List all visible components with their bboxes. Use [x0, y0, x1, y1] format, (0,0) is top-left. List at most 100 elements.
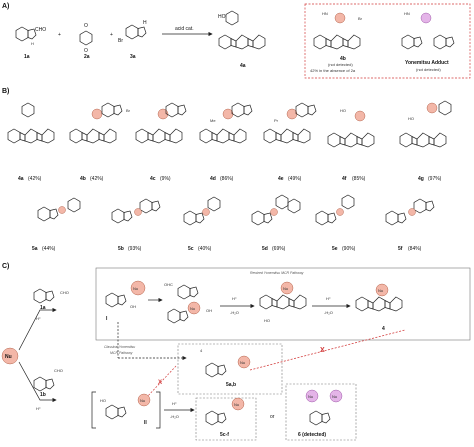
- intermediate-II: Nu HO II: [91, 391, 161, 429]
- cho-label: CHO: [35, 27, 46, 33]
- nu-I: Nu: [133, 286, 138, 291]
- adduct-title: Yonemitsu Adduct: [405, 60, 449, 66]
- product-4a: HO 4a: [218, 10, 266, 69]
- second-aldehyde: OHC Nu OH: [164, 282, 212, 324]
- product-5ab: Nu 5a,b: [205, 355, 251, 388]
- plus-sign: +: [58, 32, 61, 38]
- yield-5c: (40%): [198, 246, 212, 252]
- ho-II: HO: [100, 398, 106, 403]
- label-II: II: [144, 420, 147, 426]
- compound-5b: 5b (93%): [111, 198, 161, 252]
- yield-4e: (49%): [288, 176, 302, 182]
- ketone-o-bottom: O: [84, 48, 88, 54]
- reactant-1a: CHO H 1a: [15, 26, 46, 60]
- section-c-label: C): [2, 263, 9, 270]
- me-4d: Me: [210, 118, 216, 123]
- rewired-pathway-box: [95, 267, 471, 341]
- note-absence-2a: 42% in the absence of 2a: [310, 68, 356, 73]
- red-dashed-blocked: [249, 329, 406, 371]
- yield-4d: (86%): [220, 176, 234, 182]
- hn-label-adduct: HN: [404, 11, 410, 16]
- nu-6a: Nu: [308, 394, 313, 399]
- nu-4: Nu: [378, 288, 383, 293]
- label-1b-c: 1b: [40, 392, 46, 398]
- label-5cf: 5c-f: [220, 432, 229, 438]
- section-b-label: B): [2, 88, 9, 95]
- ho-4f: HO: [340, 108, 346, 113]
- hplus-II: H⁺: [172, 401, 177, 406]
- compound-4d: Me 4d (86%): [199, 102, 253, 182]
- compound-label-3a: 3a: [130, 54, 136, 60]
- yield-4c: (9%): [160, 176, 171, 182]
- minus-h2o-mid: -H₂O: [230, 310, 239, 315]
- compound-label-1a: 1a: [24, 54, 30, 60]
- yonemitsu-adduct: HN Yonemitsu Adduct (not detected): [401, 11, 455, 72]
- row1-compounds: 4a (42%) Br 4b (42%) 4c (9%) Me 4d (86: [7, 100, 452, 182]
- red-dashed-II: [145, 365, 177, 399]
- compound-label-2a: 2a: [84, 54, 90, 60]
- label-4b: 4b: [80, 176, 86, 182]
- label-5e: 5e: [332, 246, 338, 252]
- label-4c: 4c: [150, 176, 156, 182]
- yield-4f: (85%): [352, 176, 366, 182]
- yield-5b: (93%): [128, 246, 142, 252]
- nu-label-start: Nu: [5, 354, 12, 360]
- yield-5e: (90%): [342, 246, 356, 252]
- label-5f: 5f: [398, 246, 403, 252]
- nu-cyc: Nu: [283, 286, 288, 291]
- yield-5d: (69%): [272, 246, 286, 252]
- yield-5f: (84%): [408, 246, 422, 252]
- nu-II: Nu: [140, 398, 145, 403]
- label-5c: 5c: [188, 246, 194, 252]
- product-5cf-box: [195, 397, 257, 441]
- label-4-classical: 4: [200, 348, 203, 353]
- compound-5a: 5a (44%): [32, 197, 81, 252]
- reactant-2a: O O 2a: [79, 23, 93, 60]
- compound-5e: 5e (90%): [315, 194, 356, 252]
- plus-sign-2: +: [110, 32, 113, 38]
- nu-mid: Nu: [190, 306, 195, 311]
- compound-4f: HO 4f (85%): [327, 108, 375, 182]
- classical-title-1: Classical Yonemitsu: [104, 345, 135, 349]
- oh-I: OH: [130, 304, 136, 309]
- reactant-3a: H Br 3a: [118, 20, 147, 60]
- hn-label: HN: [322, 11, 328, 16]
- label-4e: 4e: [278, 176, 284, 182]
- yield-4g: (97%): [428, 176, 442, 182]
- ho-label: HO: [218, 14, 226, 20]
- cho-1b-c: CHO: [54, 368, 63, 373]
- note-not-detected: (not detected): [328, 62, 353, 67]
- yield-5a: (44%): [42, 246, 56, 252]
- label-4f: 4f: [342, 176, 347, 182]
- label-4a: 4a: [18, 176, 24, 182]
- minus-h2o-II: -H₂O: [170, 414, 179, 419]
- label-5a: 5a: [32, 246, 38, 252]
- intermediate-I: Nu OH I: [105, 280, 146, 322]
- product-5cf: Nu 5c-f: [205, 397, 245, 438]
- hplus-arom: H⁺: [326, 296, 331, 301]
- label-I: I: [106, 316, 108, 322]
- compound-4a: 4a (42%): [7, 102, 55, 182]
- label-4g: 4g: [418, 176, 424, 182]
- cyclized-intermediate: Nu HO: [259, 281, 307, 323]
- arrow-to-1b: [18, 361, 57, 403]
- nh-label-3a: H: [143, 20, 147, 26]
- reagent-1a-c: CHO 1a H⁺: [33, 288, 69, 321]
- label-5b: 5b: [118, 246, 124, 252]
- nh-label: H: [31, 41, 34, 46]
- label-4-c: 4: [382, 326, 385, 332]
- section-a-label: A): [2, 3, 9, 10]
- blocked-x-mark: X: [320, 347, 325, 354]
- minus-h2o-arom: -H₂O: [324, 310, 333, 315]
- rewired-title: Rewired Yonemitsu MCR Pathway: [250, 271, 304, 275]
- cho-1a-c: CHO: [60, 290, 69, 295]
- compound-5f: 5f (84%): [385, 198, 435, 252]
- hplus-mid: H⁺: [232, 296, 237, 301]
- blocked-x-II: X: [158, 380, 162, 386]
- nu-6b: Nu: [332, 394, 337, 399]
- arrow-to-1a: [18, 307, 57, 351]
- nu-5cf: Nu: [234, 402, 239, 407]
- ho-4g: HO: [408, 116, 414, 121]
